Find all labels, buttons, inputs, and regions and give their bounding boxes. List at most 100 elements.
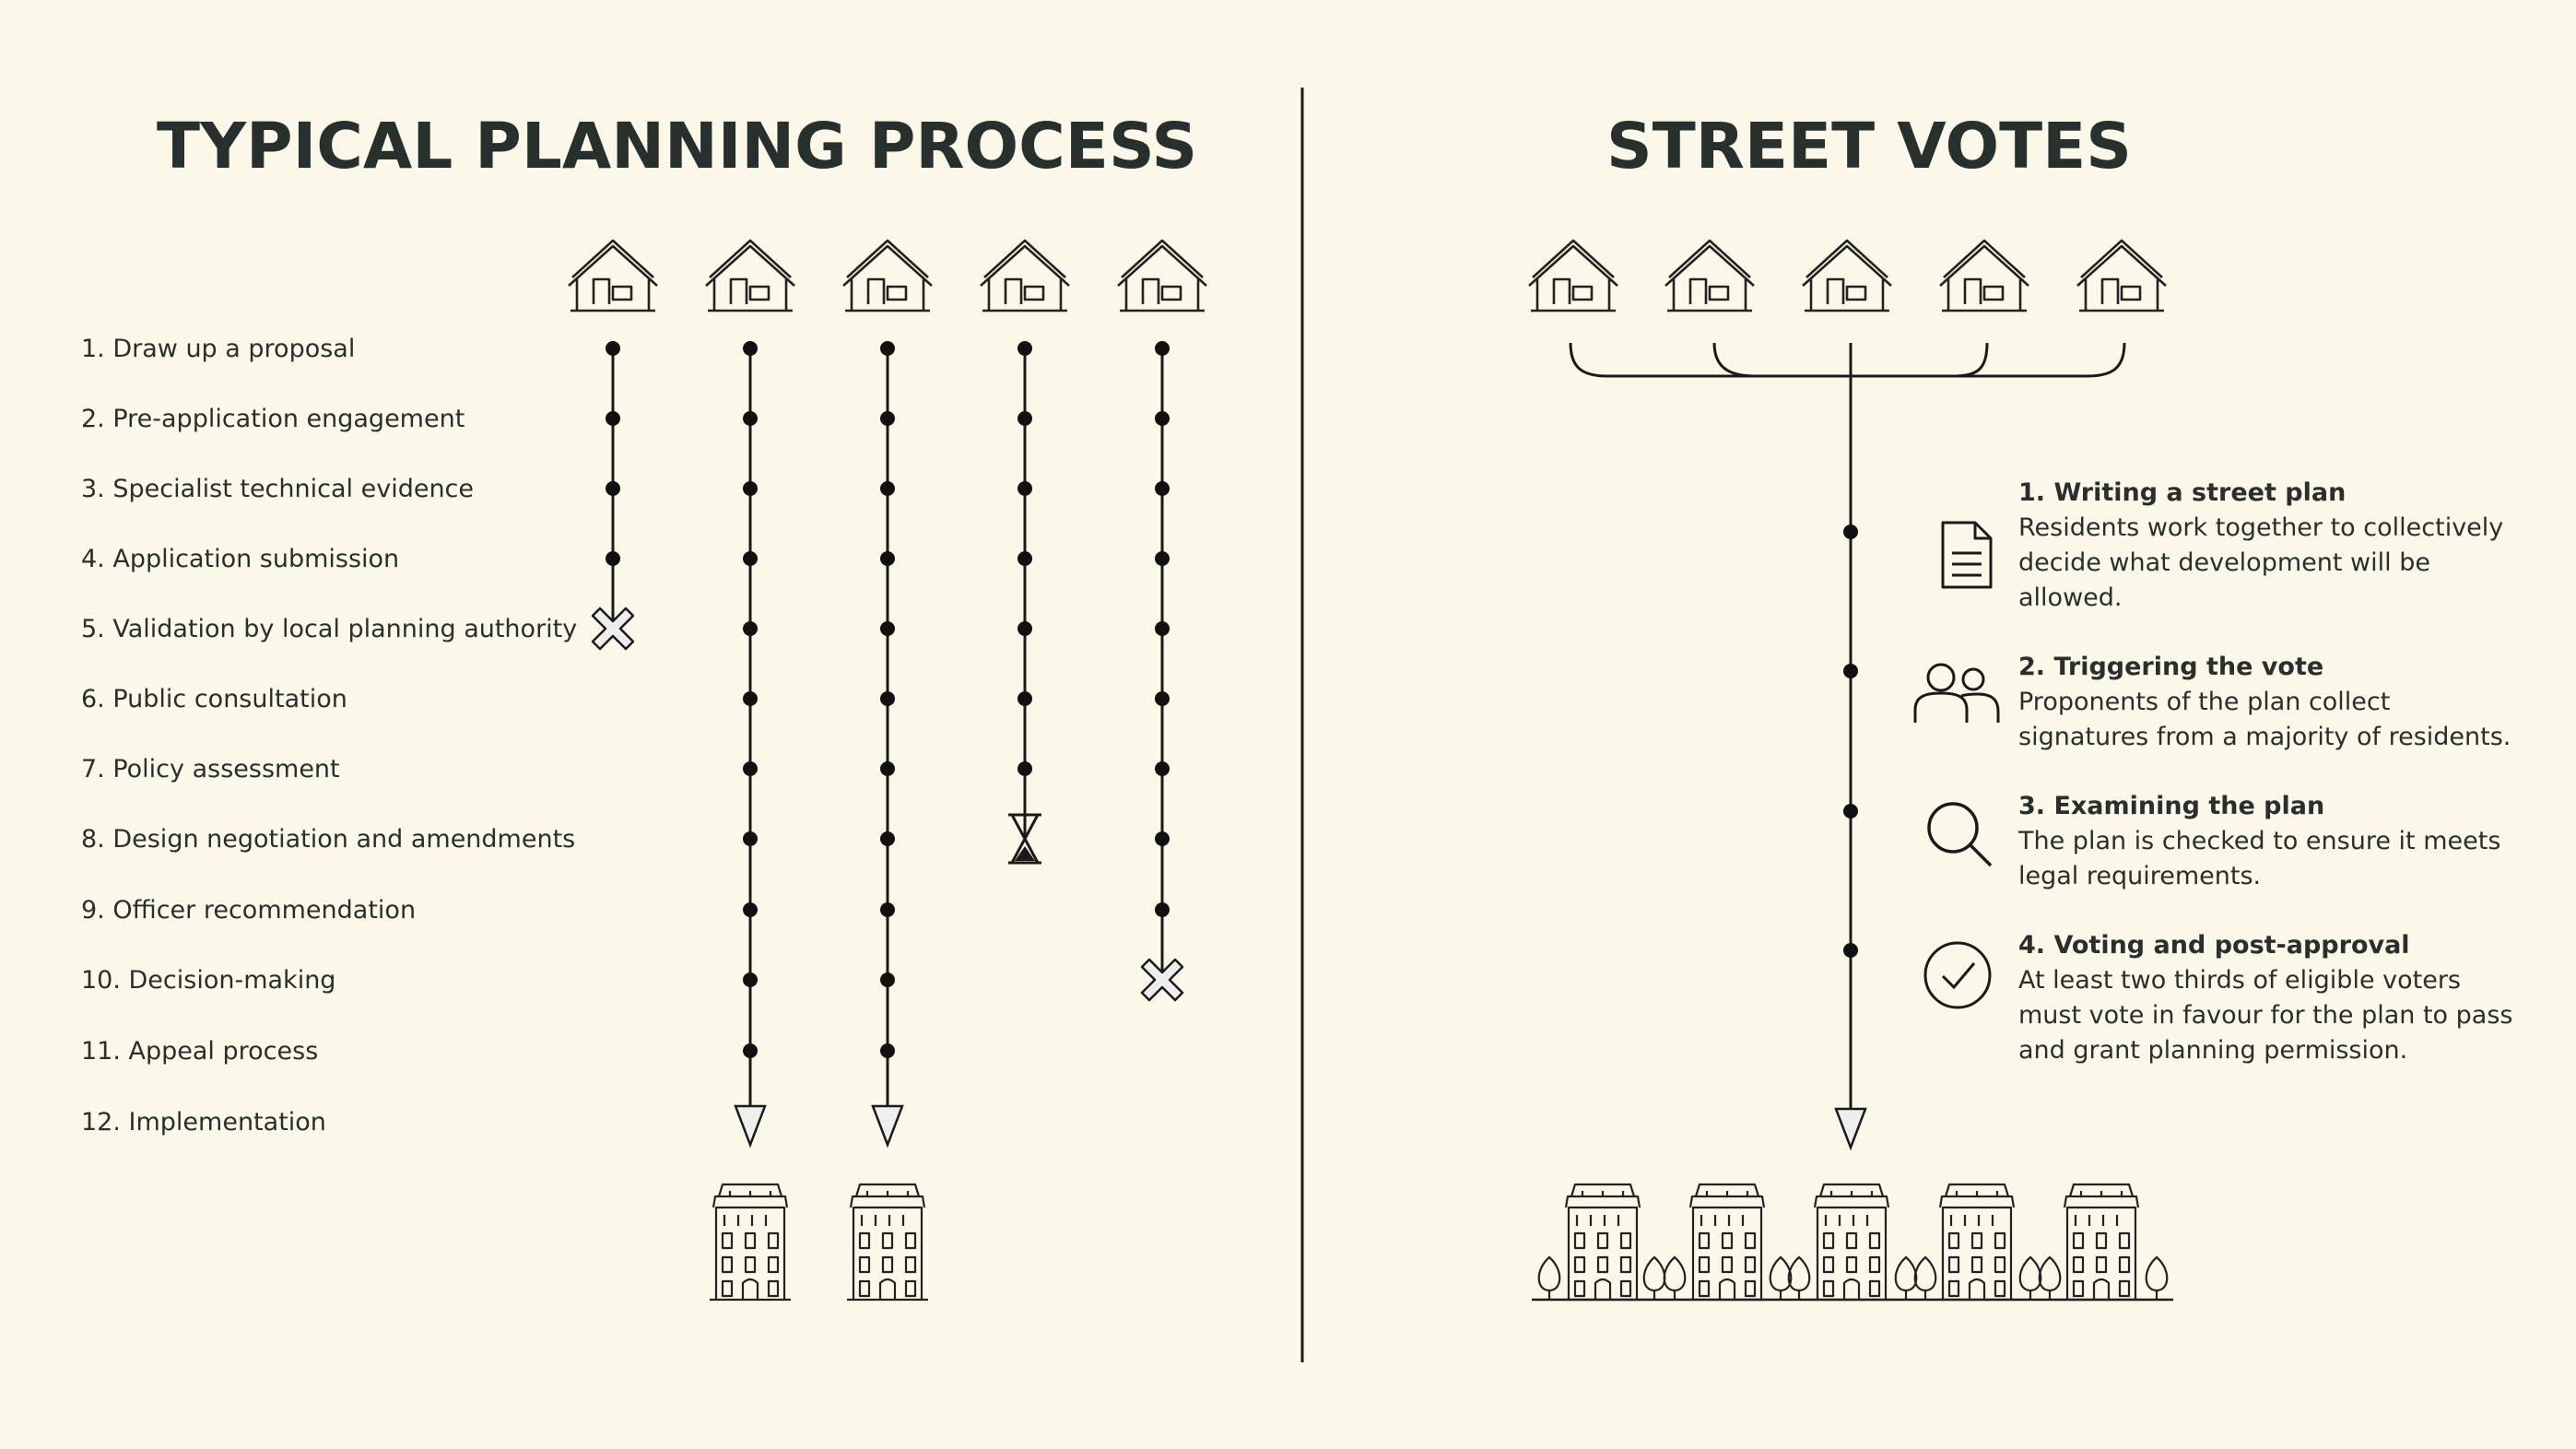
right-title: STREET VOTES (1606, 110, 2132, 183)
step-heading: 4. Voting and post-approval (2018, 931, 2410, 960)
step-label: 6. Public consultation (81, 685, 347, 713)
tree-icon (2038, 1255, 2062, 1302)
process-path (704, 239, 796, 1302)
step-dot (743, 902, 758, 917)
step-label: 3. Specialist technical evidence (81, 475, 474, 503)
step-description-line: The plan is checked to ensure it meets (2017, 827, 2500, 855)
tree-icon (2145, 1255, 2169, 1302)
step-dot (743, 551, 758, 566)
step-dot (606, 411, 620, 426)
apartment-icon (1685, 1183, 1770, 1302)
house-icon (979, 239, 1071, 312)
checkmark-circle-icon (1923, 941, 1992, 1009)
step-dot (1017, 341, 1032, 356)
tree-icon (1663, 1255, 1687, 1302)
step-dot (880, 902, 895, 917)
tree-icon (1537, 1255, 1561, 1302)
step-description-line: signatures from a majority of residents. (2018, 723, 2511, 751)
house-icon (2076, 239, 2168, 312)
step-description-line: Residents work together to collectively (2018, 513, 2503, 542)
step-dot (880, 341, 895, 356)
process-path (567, 239, 659, 651)
document-icon (1941, 521, 1993, 589)
magnifier-icon (1927, 802, 1993, 867)
step-dot (880, 691, 895, 706)
apartment-icon (1560, 1183, 1645, 1302)
step-dot (743, 831, 758, 846)
house-icon (1801, 239, 1893, 312)
step-dot (1155, 691, 1170, 706)
people-icon (1913, 663, 2000, 723)
tree-icon (1913, 1255, 1937, 1302)
step-dot (1155, 411, 1170, 426)
step-dot (1843, 664, 1858, 678)
street-vote-dots (1843, 524, 1858, 958)
step-dot (743, 341, 758, 356)
step-dot (606, 551, 620, 566)
rejected-cross-icon (591, 607, 635, 651)
step-dot (743, 691, 758, 706)
step-dot (1017, 691, 1032, 706)
step-dot (743, 481, 758, 496)
step-dot (1017, 411, 1032, 426)
step-dot (880, 831, 895, 846)
step-label: 7. Policy assessment (81, 755, 340, 783)
street-vote-bracket (1569, 342, 2126, 378)
house-icon (567, 239, 659, 312)
step-dot (880, 621, 895, 636)
house-icon (1527, 239, 1619, 312)
step-dot (743, 411, 758, 426)
step-label: 9. Officer recommendation (81, 896, 416, 925)
process-path (841, 239, 934, 1302)
step-dot (1017, 481, 1032, 496)
step-dot (1843, 804, 1858, 819)
step-description-line: decide what development will be (2018, 548, 2430, 577)
step-dot (880, 551, 895, 566)
step-label: 10. Decision-making (81, 966, 335, 995)
step-dot (743, 761, 758, 776)
step-dot (880, 1043, 895, 1058)
step-heading: 3. Examining the plan (2018, 792, 2324, 820)
house-icon (1664, 239, 1756, 312)
apartment-icon (708, 1183, 793, 1302)
step-description-line: Proponents of the plan collect (2018, 688, 2390, 716)
apartment-icon (2059, 1183, 2144, 1302)
step-dot (1017, 621, 1032, 636)
step-dot (743, 972, 758, 987)
step-dot (1017, 761, 1032, 776)
step-description-line: legal requirements. (2018, 862, 2261, 890)
step-dot (743, 621, 758, 636)
typical-process-paths (567, 239, 1208, 1302)
step-dot (880, 481, 895, 496)
hourglass-icon (1008, 813, 1041, 865)
step-dot (606, 481, 620, 496)
step-dot (1843, 524, 1858, 539)
process-path (1116, 239, 1208, 1002)
house-icon (1116, 239, 1208, 312)
step-dot (1155, 621, 1170, 636)
house-icon (1938, 239, 2030, 312)
house-icon (704, 239, 796, 312)
step-dot (1843, 943, 1858, 958)
street-vote-neighbourhood (1532, 1183, 2173, 1302)
rejected-cross-icon (1140, 958, 1184, 1002)
step-heading: 1. Writing a street plan (2018, 478, 2346, 507)
left-title: TYPICAL PLANNING PROCESS (157, 110, 1197, 183)
step-label: 4. Application submission (81, 545, 399, 573)
step-dot (606, 341, 620, 356)
step-description-line: and grant planning permission. (2018, 1036, 2407, 1065)
step-dot (1155, 551, 1170, 566)
step-dot (1155, 341, 1170, 356)
step-dot (1155, 761, 1170, 776)
apartment-icon (1809, 1183, 1894, 1302)
house-icon (841, 239, 934, 312)
step-label: 11. Appeal process (81, 1037, 318, 1066)
street-vote-arrow (1834, 1107, 1867, 1151)
tree-icon (1642, 1255, 1666, 1302)
